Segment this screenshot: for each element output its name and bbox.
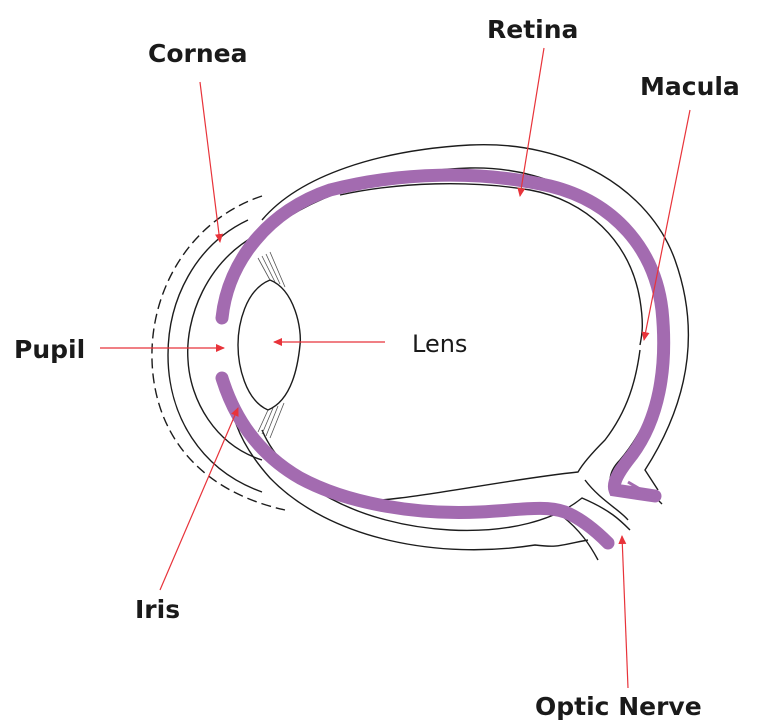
pupil-label: Pupil [14,335,85,364]
optic-nerve-label: Optic Nerve [535,692,702,721]
macula-label: Macula [640,72,740,101]
cornea-label: Cornea [148,39,247,68]
iris-label: Iris [135,595,180,624]
retina-label: Retina [487,15,578,44]
optic-nerve-pointer [622,536,628,688]
lens-body [238,280,300,410]
lens [238,252,300,438]
lens-label: Lens [412,330,467,358]
retina-pointer [520,48,544,196]
iris-pointer [160,408,238,590]
cornea-pointer [200,82,220,242]
labels: Cornea Retina Macula Pupil Lens Iris Opt… [14,15,740,721]
inner-boundary-lower [340,350,640,500]
